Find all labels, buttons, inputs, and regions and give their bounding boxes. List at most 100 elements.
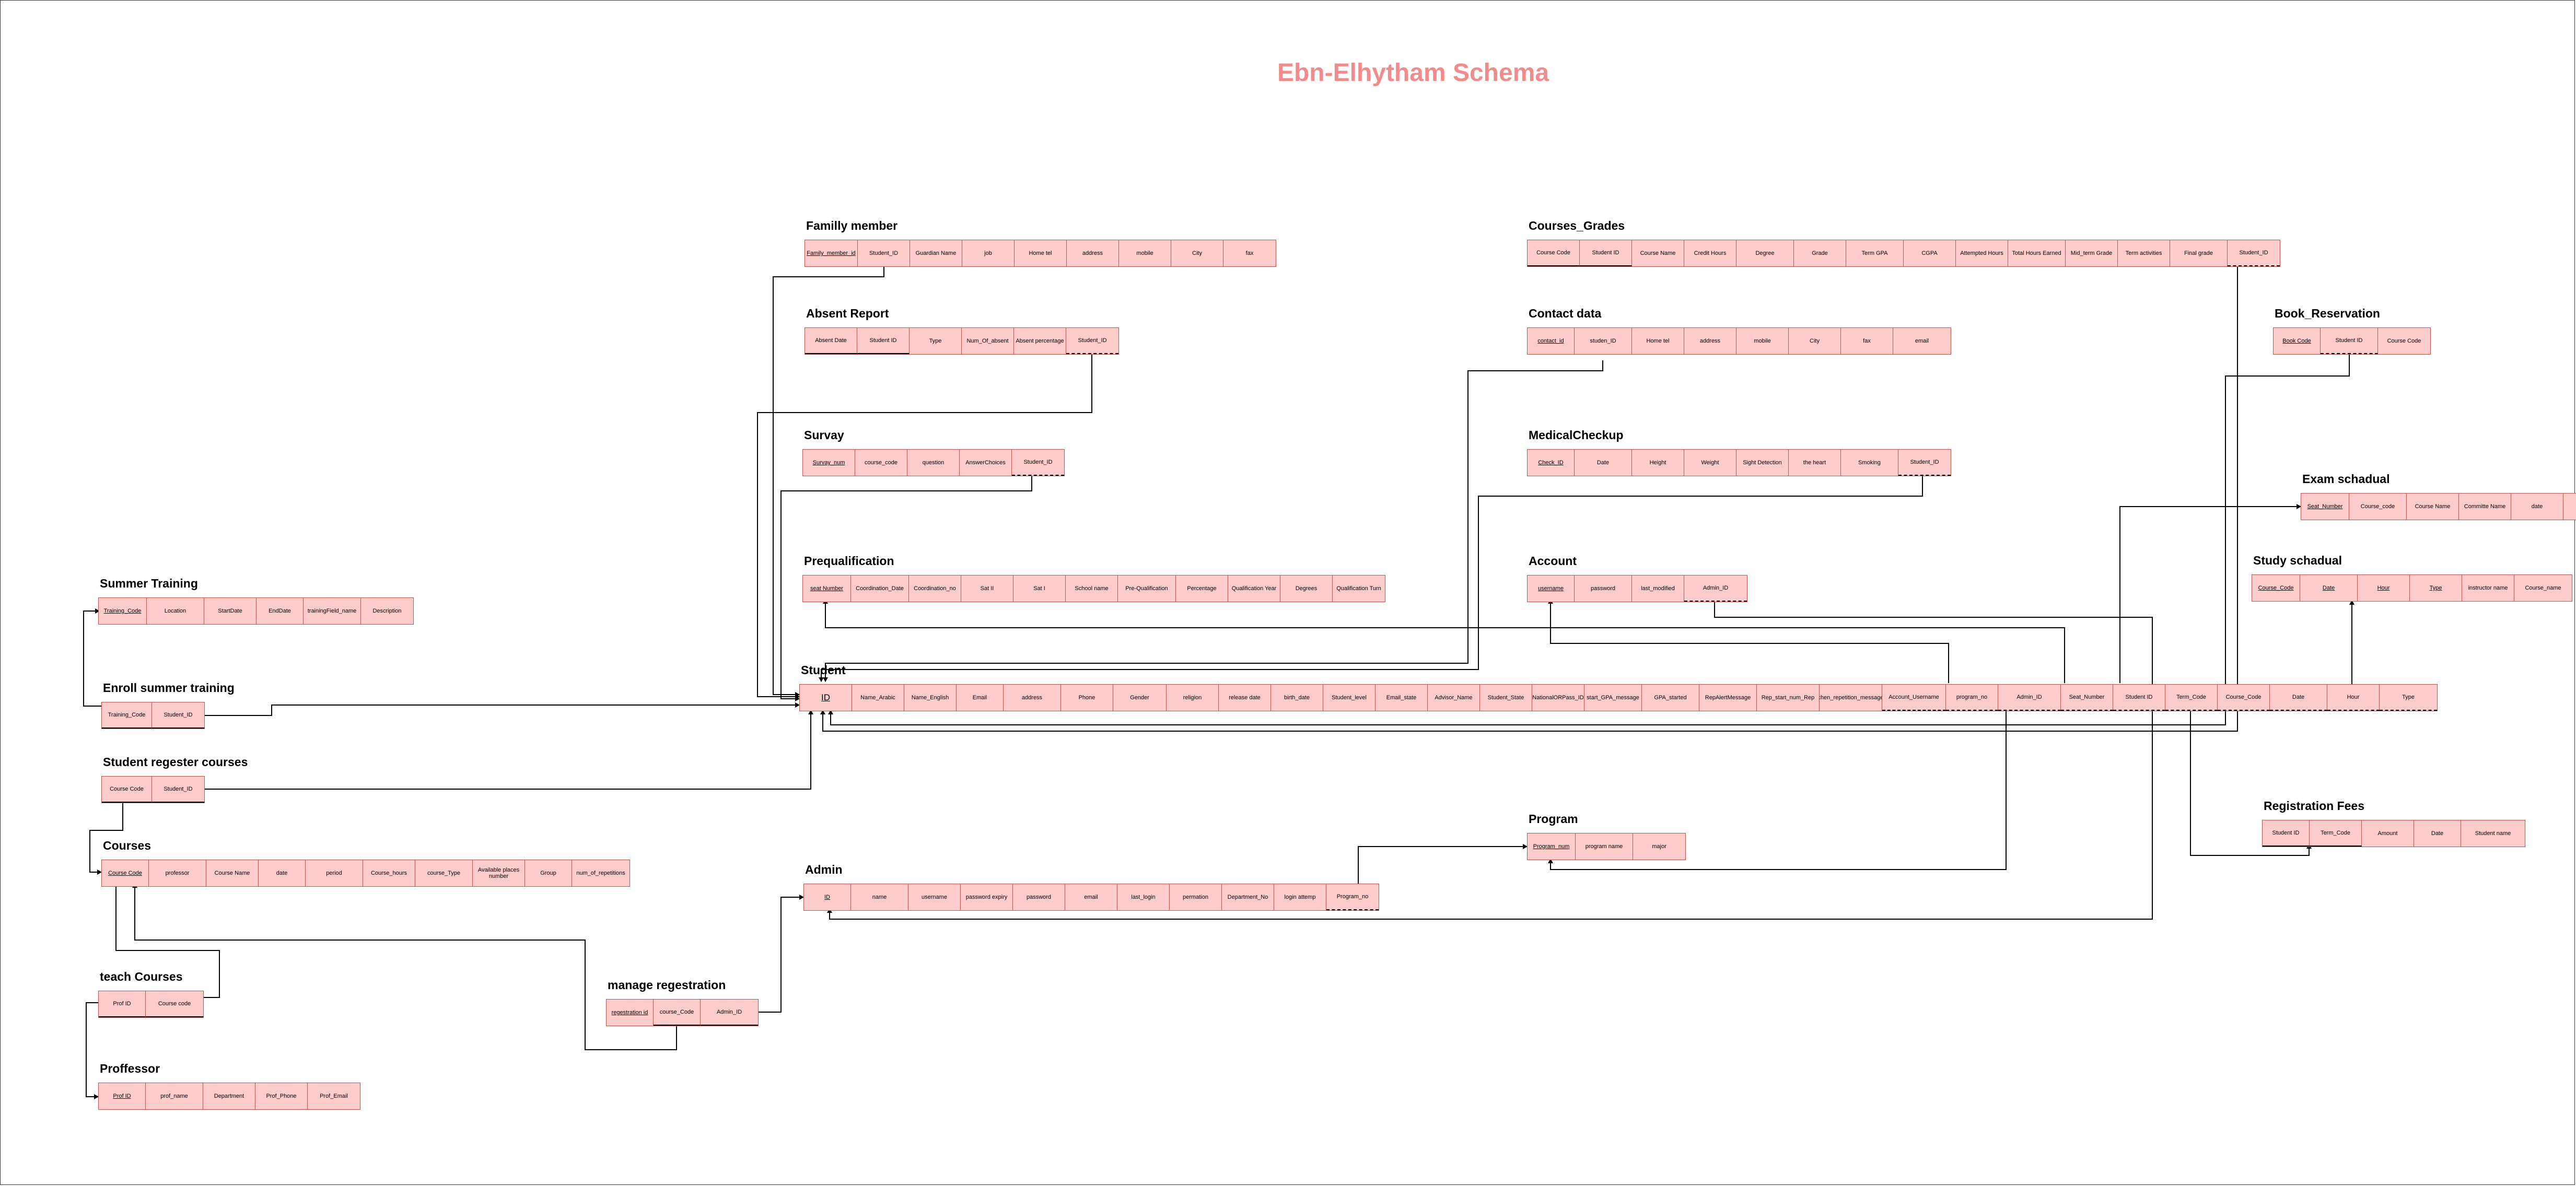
attribute-cell[interactable]: program_no: [1946, 685, 1998, 711]
attribute-cell[interactable]: Type: [910, 328, 962, 354]
attribute-cell[interactable]: Advisor_Name: [1428, 685, 1480, 711]
attribute-cell[interactable]: Term_Code: [2165, 685, 2218, 711]
attribute-cell[interactable]: name: [851, 884, 908, 910]
attribute-cell[interactable]: regestration id: [607, 1000, 654, 1026]
attribute-cell[interactable]: Rep_start_num_Rep: [1757, 685, 1820, 711]
attribute-cell[interactable]: contact_id: [1528, 328, 1575, 354]
attribute-cell[interactable]: Phone: [1061, 685, 1113, 711]
attribute-cell[interactable]: religion: [1167, 685, 1219, 711]
attribute-cell[interactable]: Email: [957, 685, 1004, 711]
attribute-cell[interactable]: Qualification Year: [1228, 576, 1280, 602]
attribute-cell[interactable]: username: [1528, 576, 1575, 602]
attribute-cell[interactable]: Height: [1632, 450, 1684, 476]
attribute-cell[interactable]: Student ID: [857, 328, 910, 354]
attribute-cell[interactable]: Course_name: [2525, 585, 2561, 591]
attribute-cell[interactable]: Name_Arabic: [852, 685, 904, 711]
attribute-cell[interactable]: Admin_ID: [1684, 576, 1747, 602]
attribute-cell[interactable]: Prof_Email: [320, 1093, 348, 1099]
attribute-cell[interactable]: Hour: [2327, 685, 2380, 711]
attribute-cell[interactable]: instructor name: [2462, 575, 2514, 601]
attribute-cell[interactable]: password: [1575, 576, 1632, 602]
attribute-cell[interactable]: permation: [1170, 884, 1222, 910]
attribute-cell[interactable]: Pre-Qualification: [1118, 576, 1176, 602]
attribute-cell[interactable]: course_Code: [654, 1000, 701, 1026]
attribute-cell[interactable]: Training_Code: [99, 598, 147, 624]
attribute-cell[interactable]: Course_Code: [2252, 575, 2300, 601]
attribute-cell[interactable]: Group: [525, 860, 572, 886]
attribute-cell[interactable]: fax: [1245, 250, 1254, 256]
attribute-cell[interactable]: StartDate: [204, 598, 257, 624]
attribute-cell[interactable]: Absent Date: [805, 328, 857, 354]
attribute-cell[interactable]: Family_member_id: [805, 240, 858, 266]
attribute-cell[interactable]: Student_ID: [2228, 240, 2280, 266]
attribute-cell[interactable]: Committe Name: [2459, 494, 2511, 520]
attribute-cell[interactable]: Course Name: [2407, 494, 2459, 520]
attribute-cell[interactable]: Name_English: [904, 685, 957, 711]
attribute-cell[interactable]: Course Name: [206, 860, 259, 886]
attribute-cell[interactable]: Course Code: [102, 860, 149, 886]
attribute-cell[interactable]: course_Type: [415, 860, 473, 886]
attribute-cell[interactable]: last_login: [1117, 884, 1170, 910]
attribute-cell[interactable]: Gender: [1113, 685, 1167, 711]
attribute-cell[interactable]: Home tel: [1015, 240, 1067, 266]
attribute-cell[interactable]: password expiry: [961, 884, 1013, 910]
attribute-cell[interactable]: prof_name: [146, 1083, 203, 1109]
attribute-cell[interactable]: last_modified: [1632, 576, 1684, 602]
attribute-cell[interactable]: Percentage: [1176, 576, 1228, 602]
attribute-cell[interactable]: course_code: [855, 450, 907, 476]
attribute-cell[interactable]: Weight: [1684, 450, 1736, 476]
attribute-cell[interactable]: RepAlertMessage: [1699, 685, 1757, 711]
attribute-cell[interactable]: Smoking: [1841, 450, 1898, 476]
attribute-cell[interactable]: Credit Hours: [1684, 240, 1736, 266]
attribute-cell[interactable]: Description: [372, 608, 402, 614]
attribute-cell[interactable]: Student ID: [2263, 820, 2310, 847]
attribute-cell[interactable]: address: [1067, 240, 1119, 266]
attribute-cell[interactable]: address: [1684, 328, 1736, 354]
attribute-cell[interactable]: City: [1171, 240, 1223, 266]
attribute-cell[interactable]: chen_repetition_message: [1820, 685, 1882, 711]
attribute-cell[interactable]: Student_ID: [152, 777, 204, 803]
attribute-cell[interactable]: Student_level: [1323, 685, 1376, 711]
attribute-cell[interactable]: Degrees: [1280, 576, 1333, 602]
attribute-cell[interactable]: EndDate: [257, 598, 304, 624]
attribute-cell[interactable]: Seat_Number: [2301, 494, 2349, 520]
attribute-cell[interactable]: Prof_Phone: [255, 1083, 308, 1109]
attribute-cell[interactable]: fax: [1841, 328, 1893, 354]
attribute-cell[interactable]: Book Code: [2274, 328, 2321, 354]
attribute-cell[interactable]: mobile: [1119, 240, 1171, 266]
attribute-cell[interactable]: Guardian Name: [910, 240, 962, 266]
attribute-cell[interactable]: Sight Detection: [1736, 450, 1789, 476]
attribute-cell[interactable]: seat Number: [803, 576, 851, 602]
attribute-cell[interactable]: Seat_Number: [2061, 685, 2113, 711]
attribute-cell[interactable]: Course Code: [102, 777, 152, 803]
attribute-cell[interactable]: Date: [2270, 685, 2327, 711]
attribute-cell[interactable]: username: [908, 884, 961, 910]
attribute-cell[interactable]: Term_Code: [2310, 820, 2362, 847]
attribute-cell[interactable]: email: [1915, 338, 1929, 344]
attribute-cell[interactable]: Student_ID: [1066, 328, 1118, 354]
attribute-cell[interactable]: trainingField_name: [304, 598, 361, 624]
attribute-cell[interactable]: Program_no: [1326, 884, 1379, 910]
attribute-cell[interactable]: Course_code: [2349, 494, 2407, 520]
attribute-cell[interactable]: email: [1065, 884, 1117, 910]
attribute-cell[interactable]: professor: [149, 860, 206, 886]
attribute-cell[interactable]: date: [2511, 494, 2563, 520]
attribute-cell[interactable]: Date: [2300, 575, 2358, 601]
attribute-cell[interactable]: Course Code: [1528, 240, 1580, 266]
attribute-cell[interactable]: ID: [804, 884, 851, 910]
attribute-cell[interactable]: Prof ID: [99, 1083, 146, 1109]
attribute-cell[interactable]: Coordination_Date: [851, 576, 909, 602]
attribute-cell[interactable]: birth_date: [1271, 685, 1323, 711]
attribute-cell[interactable]: mobile: [1736, 328, 1789, 354]
